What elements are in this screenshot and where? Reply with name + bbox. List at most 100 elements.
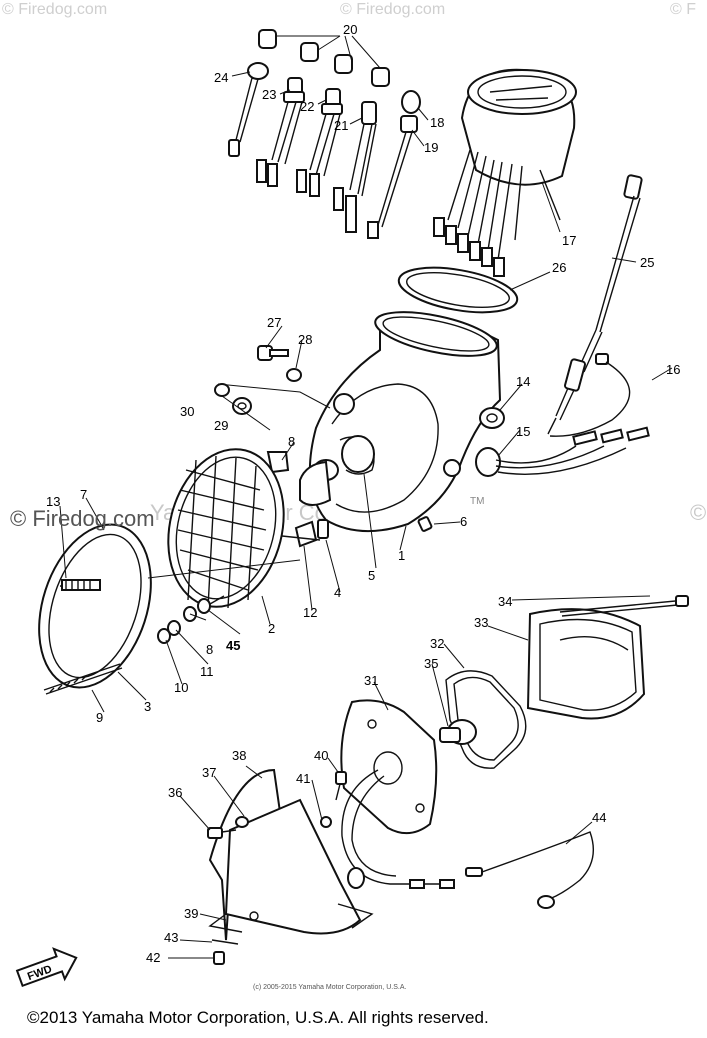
bulb-18-socket-19 (367, 90, 421, 239)
headlight-housing (308, 311, 502, 533)
gasket-32 (445, 670, 527, 769)
part-number-41: 41 (296, 771, 310, 786)
bezel-rim (397, 266, 519, 314)
indicator-cap-3 (334, 54, 353, 74)
part-number-4: 4 (334, 585, 341, 600)
nut-42 (213, 951, 225, 965)
nut-29 (232, 397, 252, 415)
wire-44 (465, 831, 594, 909)
watermark-top-left: © Firedog.com (2, 1, 107, 18)
part-number-15: 15 (516, 424, 530, 439)
part-number-16: 16 (666, 362, 680, 377)
copyright-main: ©2013 Yamaha Motor Corporation, U.S.A. A… (27, 1008, 489, 1027)
bulb-35 (439, 719, 477, 745)
part-number-18: 18 (430, 115, 444, 130)
part-number-29: 29 (214, 418, 228, 433)
part-number-22: 22 (300, 99, 314, 114)
part-number-2: 2 (268, 621, 275, 636)
part-number-9: 9 (96, 710, 103, 725)
part-number-13: 13 (46, 494, 60, 509)
screw-9 (43, 663, 123, 695)
part-number-3: 3 (144, 699, 151, 714)
watermark-top-center: © Firedog.com (340, 1, 445, 18)
part-number-36: 36 (168, 785, 182, 800)
part-number-32: 32 (430, 636, 444, 651)
part-number-7: 7 (80, 487, 87, 502)
part-number-5: 5 (368, 568, 375, 583)
bolt-43 (211, 939, 239, 945)
part-number-10: 10 (174, 680, 188, 695)
screw-6 (417, 516, 433, 532)
leader-lines (59, 71, 673, 959)
washer-28 (286, 368, 302, 382)
part-number-34: 34 (498, 594, 512, 609)
sealed-beam-2 (167, 448, 321, 609)
part-number-1: 1 (398, 548, 405, 563)
part-number-24: 24 (214, 70, 228, 85)
part-number-38: 38 (232, 748, 246, 763)
adjust-spring-13 (59, 579, 101, 591)
watermark-mid-right: © (690, 500, 706, 525)
part-number-25: 25 (640, 255, 654, 270)
part-number-40: 40 (314, 748, 328, 763)
headlight-rim-3 (38, 523, 152, 689)
watermark-top-right: © F (670, 1, 696, 18)
part-number-17: 17 (562, 233, 576, 248)
wire-34 (559, 595, 689, 617)
socket-23 (256, 77, 305, 187)
washer-30 (214, 383, 230, 397)
part-number-39: 39 (184, 906, 198, 921)
part-number-42: 42 (146, 950, 160, 965)
bolt-40 (335, 771, 347, 801)
wire-harness-16 (549, 353, 631, 437)
part-number-31: 31 (364, 673, 378, 688)
part-number-44: 44 (592, 810, 606, 825)
part-number-labels: 20 24 23 22 21 18 19 17 26 25 16 27 28 3… (46, 22, 680, 965)
speedometer-cable (547, 174, 643, 435)
trademark-mark: TM (470, 496, 484, 507)
bracket-12 (294, 520, 318, 548)
indicator-cap-1 (258, 29, 277, 49)
forward-arrow: FWD (15, 947, 78, 988)
part-number-30: 30 (180, 404, 194, 419)
part-number-21: 21 (334, 118, 348, 133)
bulb-socket-5 (299, 459, 339, 506)
taillight-wires (341, 769, 455, 889)
part-number-45: 45 (226, 638, 240, 653)
indicator-cap-4 (371, 67, 390, 87)
part-number-8-lower: 8 (206, 642, 213, 657)
lamp-base-31 (340, 699, 438, 835)
bracket-8-upper (266, 451, 290, 474)
socket-24 (228, 62, 269, 157)
part-number-12: 12 (303, 605, 317, 620)
part-number-35: 35 (424, 656, 438, 671)
indicator-cap-2 (300, 42, 319, 62)
bolt-36 (207, 827, 237, 839)
part-number-33: 33 (474, 615, 488, 630)
grommet-15-wires (475, 426, 650, 477)
bolt-27 (257, 345, 289, 361)
washer-41 (320, 816, 332, 828)
part-number-8-upper: 8 (288, 434, 295, 449)
part-number-6: 6 (460, 514, 467, 529)
part-number-14: 14 (516, 374, 530, 389)
part-number-20: 20 (343, 22, 357, 37)
speedometer (433, 68, 577, 277)
spacer-4 (317, 519, 329, 539)
copyright-small: (c) 2005-2015 Yamaha Motor Corporation, … (253, 984, 406, 991)
part-number-11: 11 (200, 664, 214, 679)
socket-22 (296, 88, 343, 197)
lens-33 (526, 608, 646, 720)
part-number-26: 26 (552, 260, 566, 275)
washer-37 (235, 816, 249, 828)
socket-21 (333, 101, 377, 233)
indicator-caps (258, 29, 390, 87)
bracket-38 (208, 768, 374, 941)
part-number-37: 37 (202, 765, 216, 780)
part-number-19: 19 (424, 140, 438, 155)
grommet-14 (479, 407, 505, 429)
watermark-mid-left: © Firedog.com (10, 506, 155, 531)
part-number-27: 27 (267, 315, 281, 330)
